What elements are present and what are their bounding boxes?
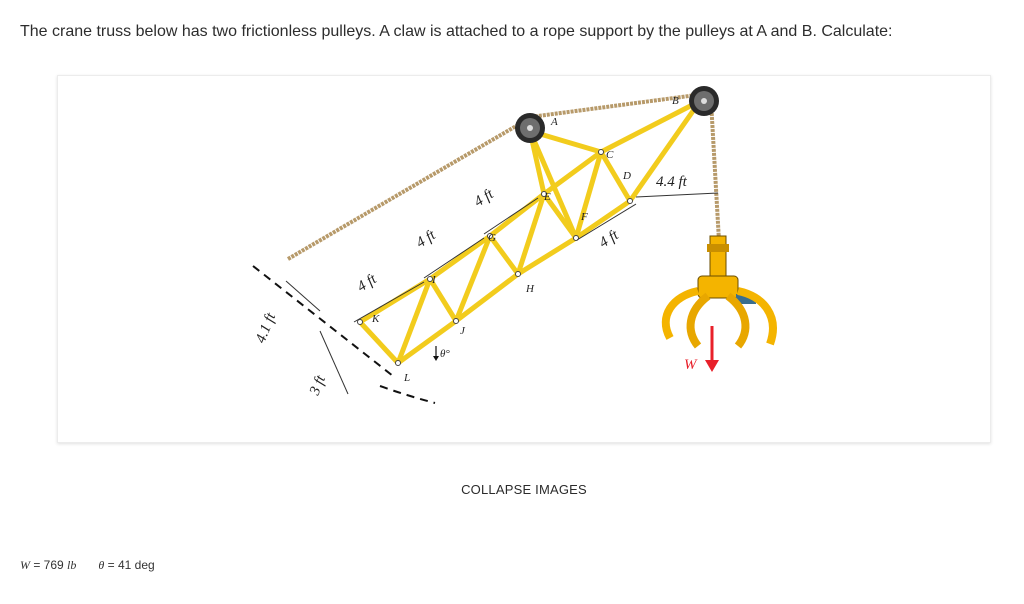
dimension-lines [285, 192, 719, 395]
node-label-a: A [550, 116, 558, 128]
angle-label: θ° [440, 348, 450, 360]
node-label-h: H [525, 283, 535, 295]
node-label-e: E [543, 191, 551, 203]
dim-label-4-4ft: 4.4 ft [656, 174, 688, 190]
dim-label-4-1ft: 4.1 ft [253, 310, 280, 345]
node-label-g: G [488, 232, 496, 244]
given-values: W = 769 lb θ = 41 deg [20, 558, 155, 573]
given-w-value: = 769 [30, 558, 68, 572]
node-label-b: B [672, 95, 679, 107]
reference-dashes [252, 265, 436, 404]
given-theta-value: = 41 deg [104, 558, 155, 572]
rope [286, 92, 721, 261]
node-label-k: K [371, 313, 380, 325]
dim-label-4ft-2: 4 ft [413, 227, 439, 252]
load-label: W [684, 357, 698, 373]
dim-label-4ft-1: 4 ft [354, 271, 380, 296]
node-label-f: F [580, 211, 588, 223]
node-label-l: L [403, 372, 410, 384]
node-label-j: J [460, 325, 466, 337]
truss [358, 98, 703, 366]
dim-label-4ft-4: 4 ft [596, 227, 622, 252]
node-label-c: C [606, 149, 614, 161]
joints [357, 149, 633, 366]
dim-label-4ft-3: 4 ft [471, 186, 497, 211]
figure-card: W A B C D E F G H I J K L 4.1 ft 3 ft 4 … [57, 75, 991, 443]
question-text: The crane truss below has two frictionle… [20, 23, 893, 40]
crane-truss-figure: W A B C D E F G H I J K L 4.1 ft 3 ft 4 … [252, 86, 777, 404]
claw-icon [661, 235, 777, 349]
given-w-unit: lb [67, 558, 77, 572]
given-theta-symbol: θ [98, 558, 105, 572]
load-arrow-icon [705, 326, 719, 372]
angle-marker [433, 346, 439, 361]
given-theta: θ = 41 deg [98, 558, 154, 573]
dim-label-3ft: 3 ft [306, 373, 329, 399]
pulley-b-icon [689, 86, 719, 116]
node-label-i: I [431, 274, 437, 286]
pulley-a-icon [515, 113, 545, 143]
node-label-d: D [622, 170, 631, 182]
collapse-images-button[interactable]: COLLAPSE IMAGES [444, 478, 604, 501]
given-w: W = 769 lb [20, 558, 76, 573]
given-w-symbol: W [20, 558, 30, 572]
